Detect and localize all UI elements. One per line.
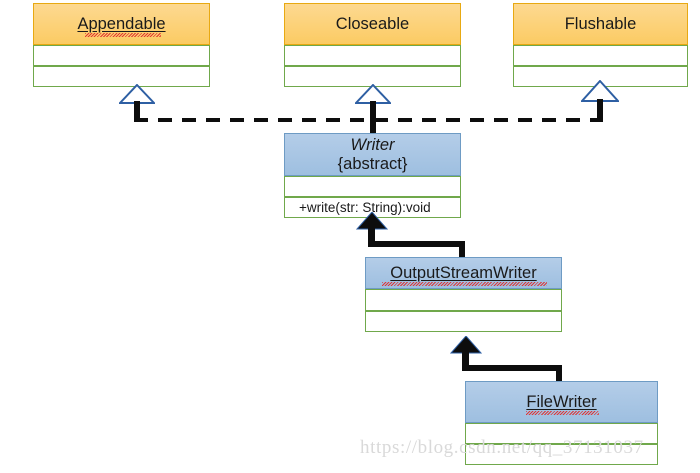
operation-write-writer: +write(str: String):void — [299, 200, 431, 215]
spellcheck-underline-icon — [382, 282, 547, 286]
spellcheck-underline-icon — [85, 33, 161, 37]
operations-compartment-appendable — [33, 66, 210, 87]
attribute-list-writer — [285, 177, 460, 196]
attributes-compartment-filewriter — [465, 423, 658, 444]
generalization-elbow-osw-horizontal — [368, 241, 465, 247]
generalization-stem-osw-vertical-lower — [459, 241, 465, 258]
class-name-writer: Writer — [350, 136, 395, 155]
realization-stem-flushable — [597, 99, 603, 120]
spellcheck-underline-icon — [526, 411, 599, 415]
generalization-stem-fw-vertical-lower — [556, 365, 562, 382]
class-name-filewriter: FileWriter — [526, 392, 597, 411]
generalization-elbow-fw-horizontal — [462, 365, 562, 371]
attribute-list-appendable — [34, 46, 209, 65]
attribute-list-outputstreamwriter — [366, 290, 561, 310]
class-header-outputstreamwriter: OutputStreamWriter — [365, 257, 562, 289]
class-name-closeable: Closeable — [335, 14, 410, 33]
class-box-closeable[interactable]: Closeable — [284, 3, 461, 87]
class-header-appendable: Appendable — [33, 3, 210, 45]
class-box-appendable[interactable]: Appendable — [33, 3, 210, 87]
class-box-flushable[interactable]: Flushable — [513, 3, 688, 87]
realization-stem-closeable — [370, 101, 376, 120]
attributes-compartment-writer — [284, 176, 461, 197]
realization-stem-appendable — [134, 101, 140, 120]
class-header-flushable: Flushable — [513, 3, 688, 45]
class-abstract-label-writer: {abstract} — [337, 154, 408, 173]
operations-compartment-writer: +write(str: String):void — [284, 197, 461, 218]
attributes-compartment-appendable — [33, 45, 210, 66]
attributes-compartment-flushable — [513, 45, 688, 66]
attributes-compartment-outputstreamwriter — [365, 289, 562, 311]
attributes-compartment-closeable — [284, 45, 461, 66]
generalization-stem-fw-vertical-upper — [462, 351, 469, 371]
class-box-writer[interactable]: Writer {abstract} +write(str: String):vo… — [284, 133, 461, 218]
watermark-text: https://blog.csdn.net/qq_37131037 — [360, 437, 644, 458]
class-name-appendable: Appendable — [77, 14, 166, 33]
class-name-flushable: Flushable — [564, 14, 637, 33]
operations-compartment-outputstreamwriter — [365, 311, 562, 332]
generalization-stem-osw-vertical-upper — [368, 227, 375, 247]
class-box-outputstreamwriter[interactable]: OutputStreamWriter — [365, 257, 562, 332]
class-header-filewriter: FileWriter — [465, 381, 658, 423]
class-box-filewriter[interactable]: FileWriter — [465, 381, 658, 465]
class-header-writer: Writer {abstract} — [284, 133, 461, 176]
operations-compartment-filewriter — [465, 444, 658, 465]
realization-dashed-line — [134, 118, 603, 122]
attribute-list-flushable — [514, 46, 687, 65]
class-header-closeable: Closeable — [284, 3, 461, 45]
operation-list-outputstreamwriter — [366, 312, 561, 331]
class-name-outputstreamwriter: OutputStreamWriter — [390, 263, 537, 282]
realization-stem-writer — [370, 118, 376, 135]
attribute-list-closeable — [285, 46, 460, 65]
